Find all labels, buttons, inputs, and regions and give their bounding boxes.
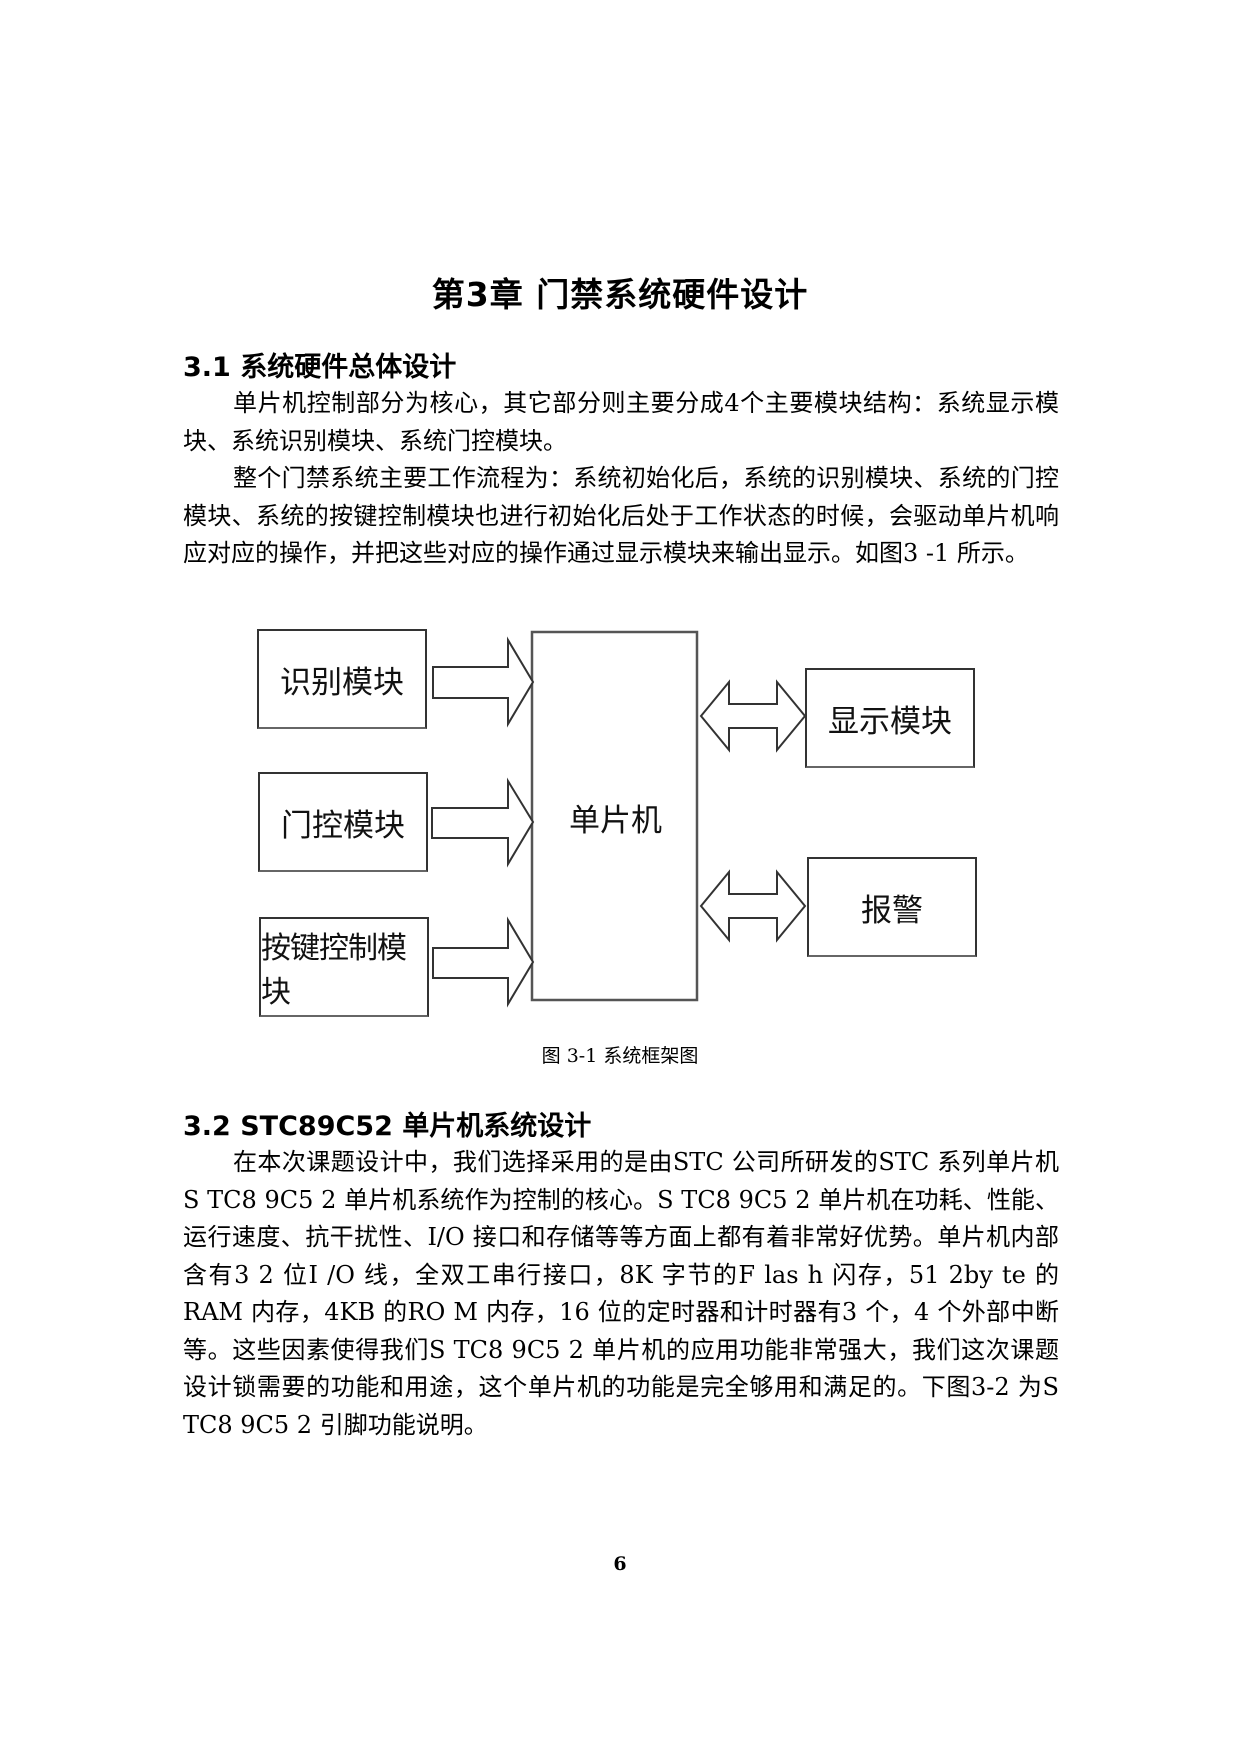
paragraph: 整个门禁系统主要工作流程为：系统初始化后，系统的识别模块、系统的门控模块、系统的… xyxy=(183,464,1059,567)
section-heading-3-2: 3.2 STC89C52 单片机系统设计 xyxy=(183,1111,592,1142)
mcu-label: 单片机 xyxy=(569,802,662,839)
module-label: 显示模块 xyxy=(828,703,952,740)
module-label: 按键控制模块 xyxy=(261,931,407,1010)
module-label: 报警 xyxy=(861,892,923,929)
module-label: 识别模块 xyxy=(280,664,404,701)
figure-caption: 图 3-1 系统框架图 xyxy=(541,1045,699,1067)
module-box-display: 显示模块 xyxy=(805,668,975,768)
module-box-key-control: 按键控制模块 xyxy=(259,917,429,1017)
module-box-recognition: 识别模块 xyxy=(257,629,427,729)
module-box-alarm: 报警 xyxy=(807,857,977,957)
mcu-box: 单片机 xyxy=(532,632,699,1002)
module-box-door-control: 门控模块 xyxy=(258,772,428,872)
paragraph: 在本次课题设计中，我们选择采用的是由STC 公司所研发的STC 系列单片机S T… xyxy=(183,1148,1059,1439)
chapter-title: 第3章 门禁系统硬件设计 xyxy=(431,275,809,314)
module-label: 门控模块 xyxy=(281,807,405,844)
section-heading-3-1: 3.1 系统硬件总体设计 xyxy=(183,352,457,383)
page-number: 6 xyxy=(613,1553,627,1575)
section-3-2-body: 在本次课题设计中，我们选择采用的是由STC 公司所研发的STC 系列单片机S T… xyxy=(183,1144,1059,1444)
paragraph: 单片机控制部分为核心，其它部分则主要分成4个主要模块结构：系统显示模块、系统识别… xyxy=(183,389,1059,455)
section-3-1-body: 单片机控制部分为核心，其它部分则主要分成4个主要模块结构：系统显示模块、系统识别… xyxy=(183,385,1059,573)
